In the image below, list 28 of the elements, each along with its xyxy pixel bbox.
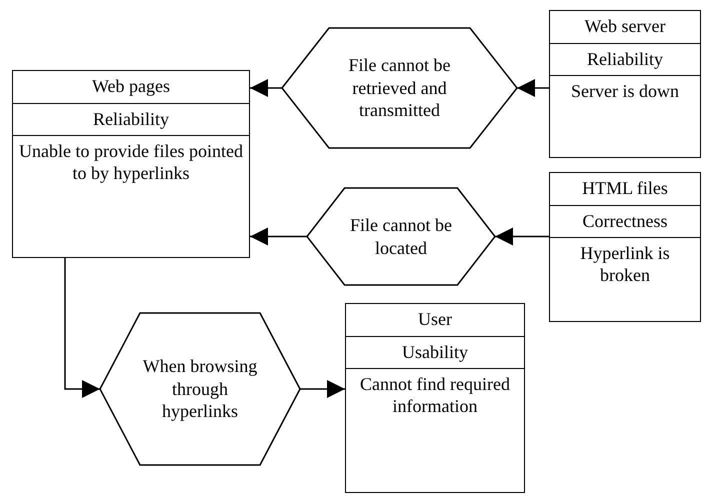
- entity-box: [345, 303, 525, 493]
- entity-name: User: [346, 304, 524, 337]
- arrow: [517, 79, 549, 97]
- node-text: File cannot be retrieved and transmitted: [348, 54, 452, 122]
- entity-name: Web pages: [13, 71, 249, 104]
- hexagon-node: [100, 313, 300, 465]
- attribute-text: Reliability: [550, 44, 700, 76]
- description-text: Unable to provide files pointed to by hyperlinks: [18, 140, 244, 185]
- entity-box: [549, 172, 701, 322]
- description-text: Hyperlink is broken: [579, 242, 671, 287]
- entity-box: [12, 70, 250, 258]
- hexagon-node: [282, 28, 517, 148]
- arrow: [300, 380, 345, 398]
- attribute-text: Usability: [346, 336, 524, 370]
- arrow: [250, 228, 307, 246]
- description-text: Cannot find required information: [359, 373, 511, 418]
- hexagon-node: [307, 188, 495, 285]
- node-text: File cannot be located: [349, 214, 453, 259]
- entity-name: Web server: [550, 11, 700, 44]
- arrow: [64, 258, 100, 398]
- arrow: [250, 79, 282, 97]
- attribute-text: Reliability: [13, 104, 249, 136]
- entity-name: HTML files: [550, 173, 700, 206]
- entity-box: [549, 10, 701, 158]
- description-text: Server is down: [570, 80, 680, 104]
- attribute-text: Correctness: [550, 206, 700, 238]
- arrow: [495, 228, 549, 246]
- node-text: When browsing through hyperlinks: [142, 355, 258, 423]
